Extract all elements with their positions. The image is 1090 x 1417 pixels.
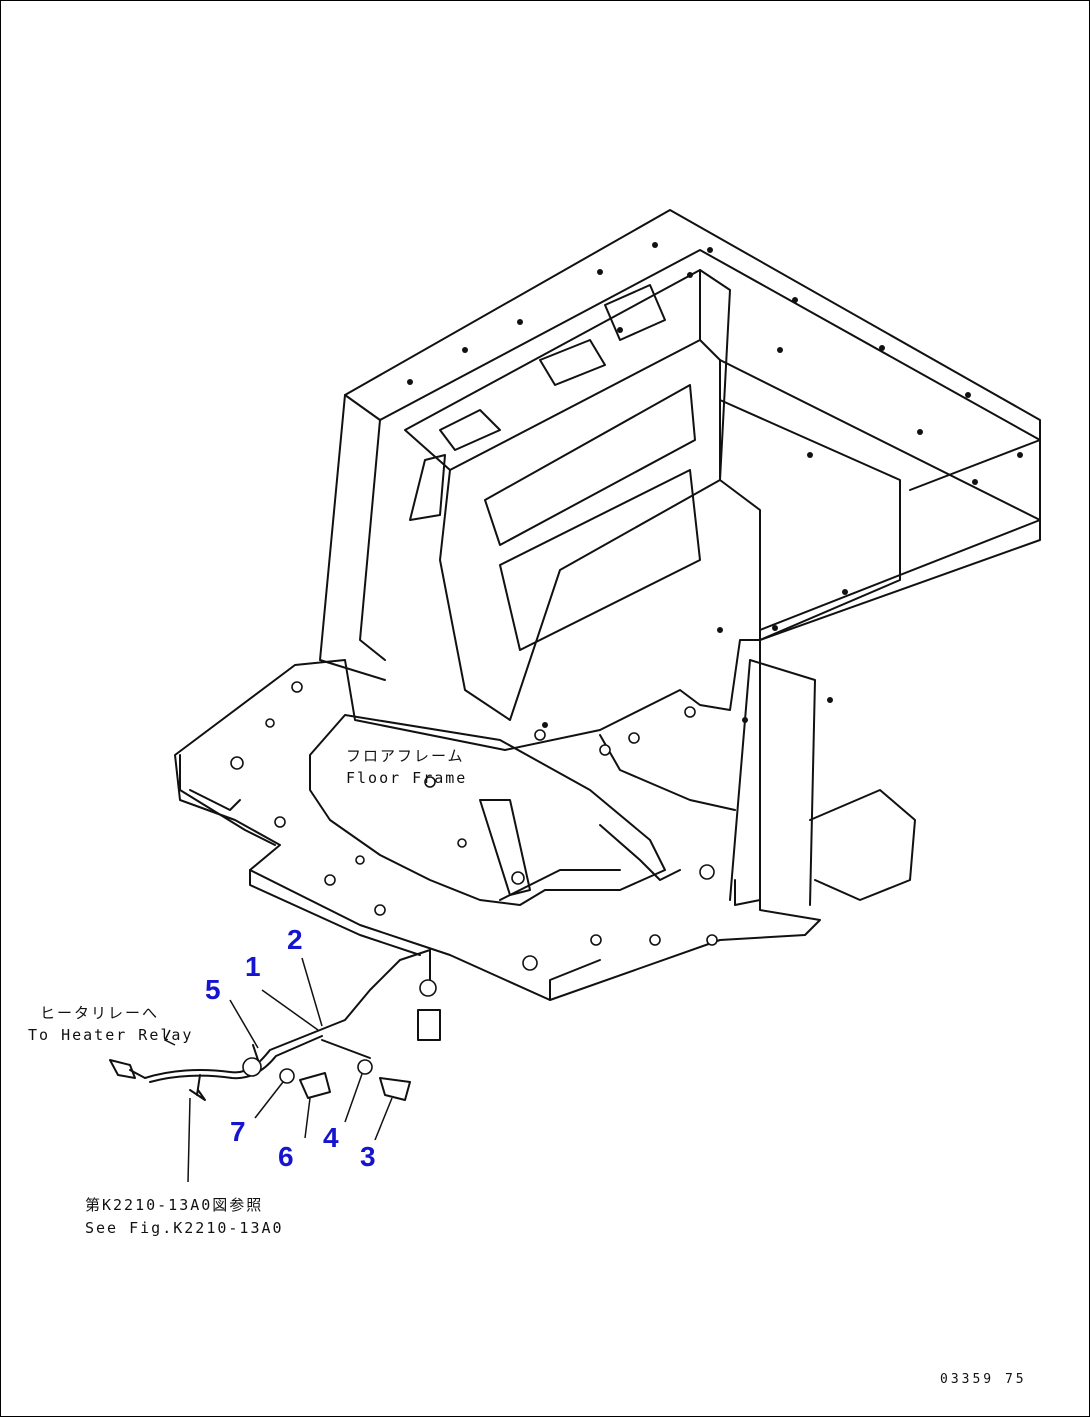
callout-4: 4 bbox=[323, 1122, 339, 1153]
floor-frame-label-en: Floor Frame bbox=[346, 769, 468, 787]
heater-relay-label-en: To Heater Relay bbox=[28, 1026, 194, 1044]
wire-harness bbox=[109, 949, 441, 1101]
leader-lines bbox=[163, 957, 393, 1183]
callout-3: 3 bbox=[360, 1141, 376, 1172]
callout-6: 6 bbox=[278, 1141, 294, 1172]
callout-5: 5 bbox=[205, 974, 221, 1005]
callout-7: 7 bbox=[230, 1116, 246, 1147]
callout-1: 1 bbox=[245, 951, 261, 982]
see-fig-label-en: See Fig.K2210-13A0 bbox=[85, 1219, 284, 1237]
floor-plate-outline bbox=[174, 639, 821, 1001]
drawing-code: 03359 75 bbox=[940, 1372, 1027, 1387]
heater-relay-label-jp: ヒータリレーへ bbox=[40, 1004, 160, 1022]
frame-dots bbox=[407, 242, 1023, 728]
callout-2: 2 bbox=[287, 924, 303, 955]
frame-outline bbox=[319, 209, 1041, 906]
see-fig-label-jp: 第K2210-13A0図参照 bbox=[85, 1196, 264, 1214]
floor-frame-label-jp: フロアフレーム bbox=[346, 747, 465, 765]
bolt-holes bbox=[230, 681, 718, 971]
